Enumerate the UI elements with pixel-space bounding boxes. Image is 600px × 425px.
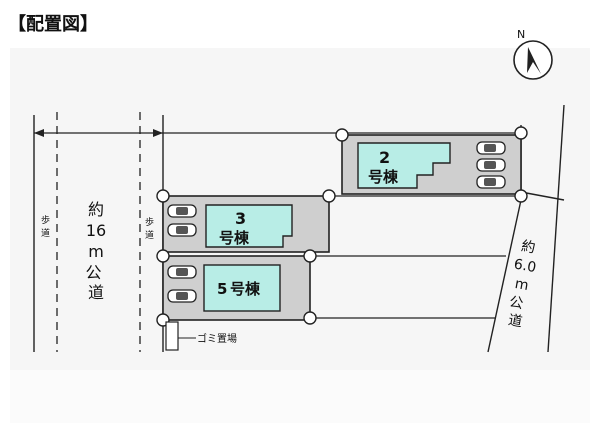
side-road-edge-left <box>487 199 522 353</box>
dimension-arrow-right <box>153 129 163 137</box>
building-3 <box>205 204 293 248</box>
building-3-suffix: 号棟 <box>219 229 250 247</box>
boundary-marker <box>156 249 170 263</box>
compass-north-label: N <box>517 28 525 41</box>
boundary-marker <box>303 249 317 263</box>
side-road-label-line: 公 道 <box>505 294 529 331</box>
boundary-markers <box>156 126 528 327</box>
car-icon <box>476 158 506 172</box>
building-2-number: 2 <box>379 148 390 167</box>
sidewalk-label-char: 歩 <box>41 214 50 226</box>
boundary-marker <box>322 189 336 203</box>
north-arrow-icon <box>527 47 541 74</box>
sidewalk-label-left: 歩 道 <box>41 214 53 239</box>
car-icon <box>167 204 197 218</box>
main-road-label-line: 公 道 <box>85 263 106 302</box>
sidewalk-label-right: 歩 道 <box>145 216 157 241</box>
building-3-number: 3 <box>235 209 246 228</box>
car-icon <box>476 141 506 155</box>
main-road-label-line: 約 <box>88 200 104 219</box>
boundary-marker <box>514 189 528 203</box>
main-road-label-char: 道 <box>88 283 104 302</box>
building-5 <box>203 264 281 312</box>
parking-lot-3 <box>167 204 197 237</box>
main-road-label-line: 16 <box>86 221 106 240</box>
car-icon <box>167 289 197 303</box>
sidewalk-label-char: 道 <box>145 229 154 241</box>
boundary-marker <box>335 128 349 142</box>
side-road-label-line: m <box>514 276 530 294</box>
side-road-label-line: 約 <box>520 238 537 256</box>
main-road-label-line: m <box>88 242 104 261</box>
main-road-label: 約 16 m 公 道 <box>85 200 106 302</box>
parking-lot-5 <box>167 265 197 303</box>
compass: N <box>513 28 553 80</box>
side-road-edge-right <box>547 104 565 353</box>
sidewalk-label-char: 歩 <box>145 216 154 228</box>
parking-lot-2 <box>476 141 506 189</box>
building-5-suffix: 号棟 <box>230 280 261 298</box>
boundary-marker <box>156 189 170 203</box>
building-2 <box>357 142 451 189</box>
paper-background-lower <box>10 370 590 423</box>
main-road-label-char: 公 <box>85 263 101 282</box>
side-road-label: 約 6.0 m 公 道 <box>505 238 538 331</box>
side-road-corner <box>520 191 565 201</box>
dimension-arrow-left <box>34 129 44 137</box>
side-road-label-line: 6.0 <box>513 256 538 276</box>
building-5-number: 5 <box>217 280 227 298</box>
boundary-marker <box>514 126 528 140</box>
car-icon <box>167 265 197 279</box>
sidewalk-label-char: 道 <box>41 227 50 239</box>
car-icon <box>167 223 197 237</box>
building-2-suffix: 号棟 <box>368 168 399 186</box>
side-road-label-char: 道 <box>507 312 524 330</box>
boundary-marker <box>303 311 317 325</box>
garbage-area <box>165 321 179 351</box>
page-title: 【配置図】 <box>8 14 98 35</box>
side-road-label-char: 公 <box>508 294 525 312</box>
car-icon <box>476 175 506 189</box>
garbage-area-label: ゴミ置場 <box>197 332 237 345</box>
